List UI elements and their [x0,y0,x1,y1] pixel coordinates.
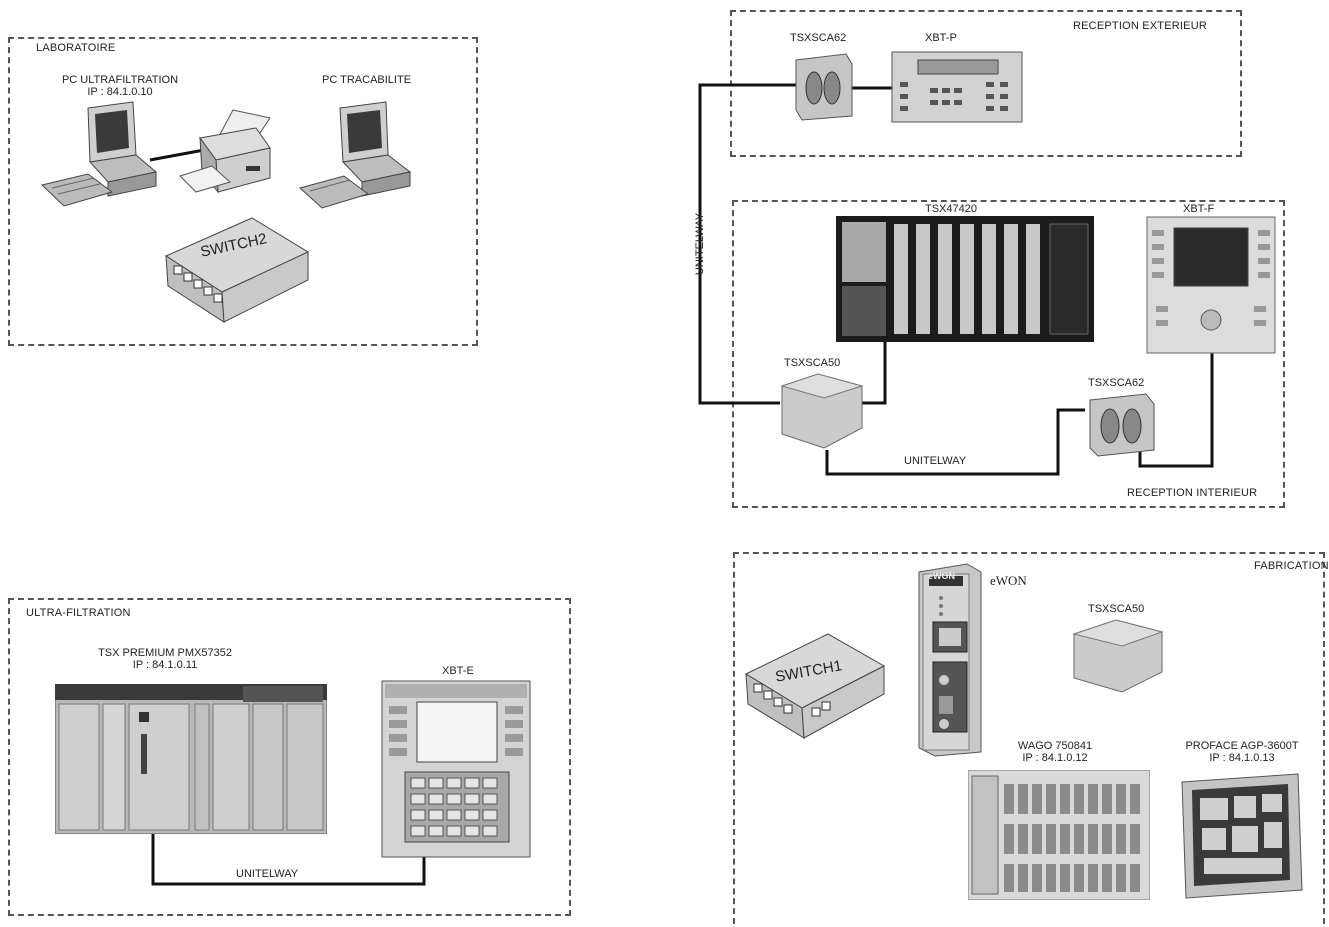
ewon-device [918,563,982,757]
tsxsca50-int-device [780,373,864,449]
pc-tracabilite-icon [298,101,412,209]
tsxsca62-ext-device [795,53,853,121]
tsx47420-plc [836,216,1094,342]
wire-plc-tsxsca50 [862,340,887,405]
zone-reception-interieur-title: RECEPTION INTERIEUR [1127,487,1258,499]
tsx47420-label: TSX47420 [925,203,977,215]
xbt-e-label: XBT-E [442,665,474,677]
wago-ip: IP : 84.1.0.12 [1022,752,1088,764]
zone-reception-interieur [732,200,1285,508]
pc-ultrafiltration-ip: IP : 84.1.0.10 [87,86,153,98]
proface-name: PROFACE AGP-3600T [1185,740,1299,752]
tsxsca50-int-label: TSXSCA50 [784,357,841,369]
xbt-f-device [1146,216,1276,354]
zone-laboratoire-title: LABORATOIRE [36,42,116,54]
zone-laboratoire [8,37,478,346]
xbt-e-device [381,680,531,858]
tsxsca62-int-label: TSXSCA62 [1088,377,1145,389]
ewon-brand-text: eWON [928,571,955,581]
wire-unitelway-internal [825,408,1085,476]
wire-unitelway-vertical [698,83,800,405]
tsx-premium-name: TSX PREMIUM PMX57352 [98,647,232,659]
printer-icon [179,109,271,194]
switch1-icon [744,633,886,739]
xbt-p-device [891,51,1023,123]
tsxsca50-fab-label: TSXSCA50 [1088,603,1145,615]
pc-ultrafiltration-name: PC ULTRAFILTRATION [61,74,179,86]
zone-reception-exterieur-title: RECEPTION EXTERIEUR [1073,20,1207,32]
unitelway-ultra-label: UNITELWAY [236,868,299,880]
zone-ultrafiltration [8,598,571,916]
unitelway-vertical-label: UNITELWAY [694,212,706,276]
proface-ip: IP : 84.1.0.13 [1209,752,1275,764]
wago-device [968,770,1150,900]
tsxsca50-fab-device [1072,619,1164,693]
wago-label: WAGO 750841 IP : 84.1.0.12 [1000,740,1110,764]
pc-ultrafiltration-label: PC ULTRAFILTRATION IP : 84.1.0.10 [45,74,195,98]
unitelway-internal-label: UNITELWAY [904,455,967,467]
tsx-premium-plc [55,684,327,834]
ewon-label: eWON [990,573,1027,588]
tsx-premium-label: TSX PREMIUM PMX57352 IP : 84.1.0.11 [85,647,245,671]
zone-ultrafiltration-title: ULTRA-FILTRATION [26,607,131,619]
proface-device [1181,773,1303,899]
xbt-f-label: XBT-F [1183,203,1215,215]
xbt-p-label: XBT-P [925,32,957,44]
zone-fabrication-title: FABRICATION [1254,560,1329,572]
wago-name: WAGO 750841 [1017,740,1093,752]
zone-fabrication [733,552,1325,924]
switch2-icon [164,217,310,323]
tsxsca62-ext-label: TSXSCA62 [790,32,847,44]
tsx-premium-ip: IP : 84.1.0.11 [132,659,198,671]
pc-tracabilite-label: PC TRACABILITE [322,74,412,86]
pc-ultrafiltration-icon [40,101,158,207]
proface-label: PROFACE AGP-3600T IP : 84.1.0.13 [1177,740,1307,764]
tsxsca62-int-device [1089,393,1155,457]
